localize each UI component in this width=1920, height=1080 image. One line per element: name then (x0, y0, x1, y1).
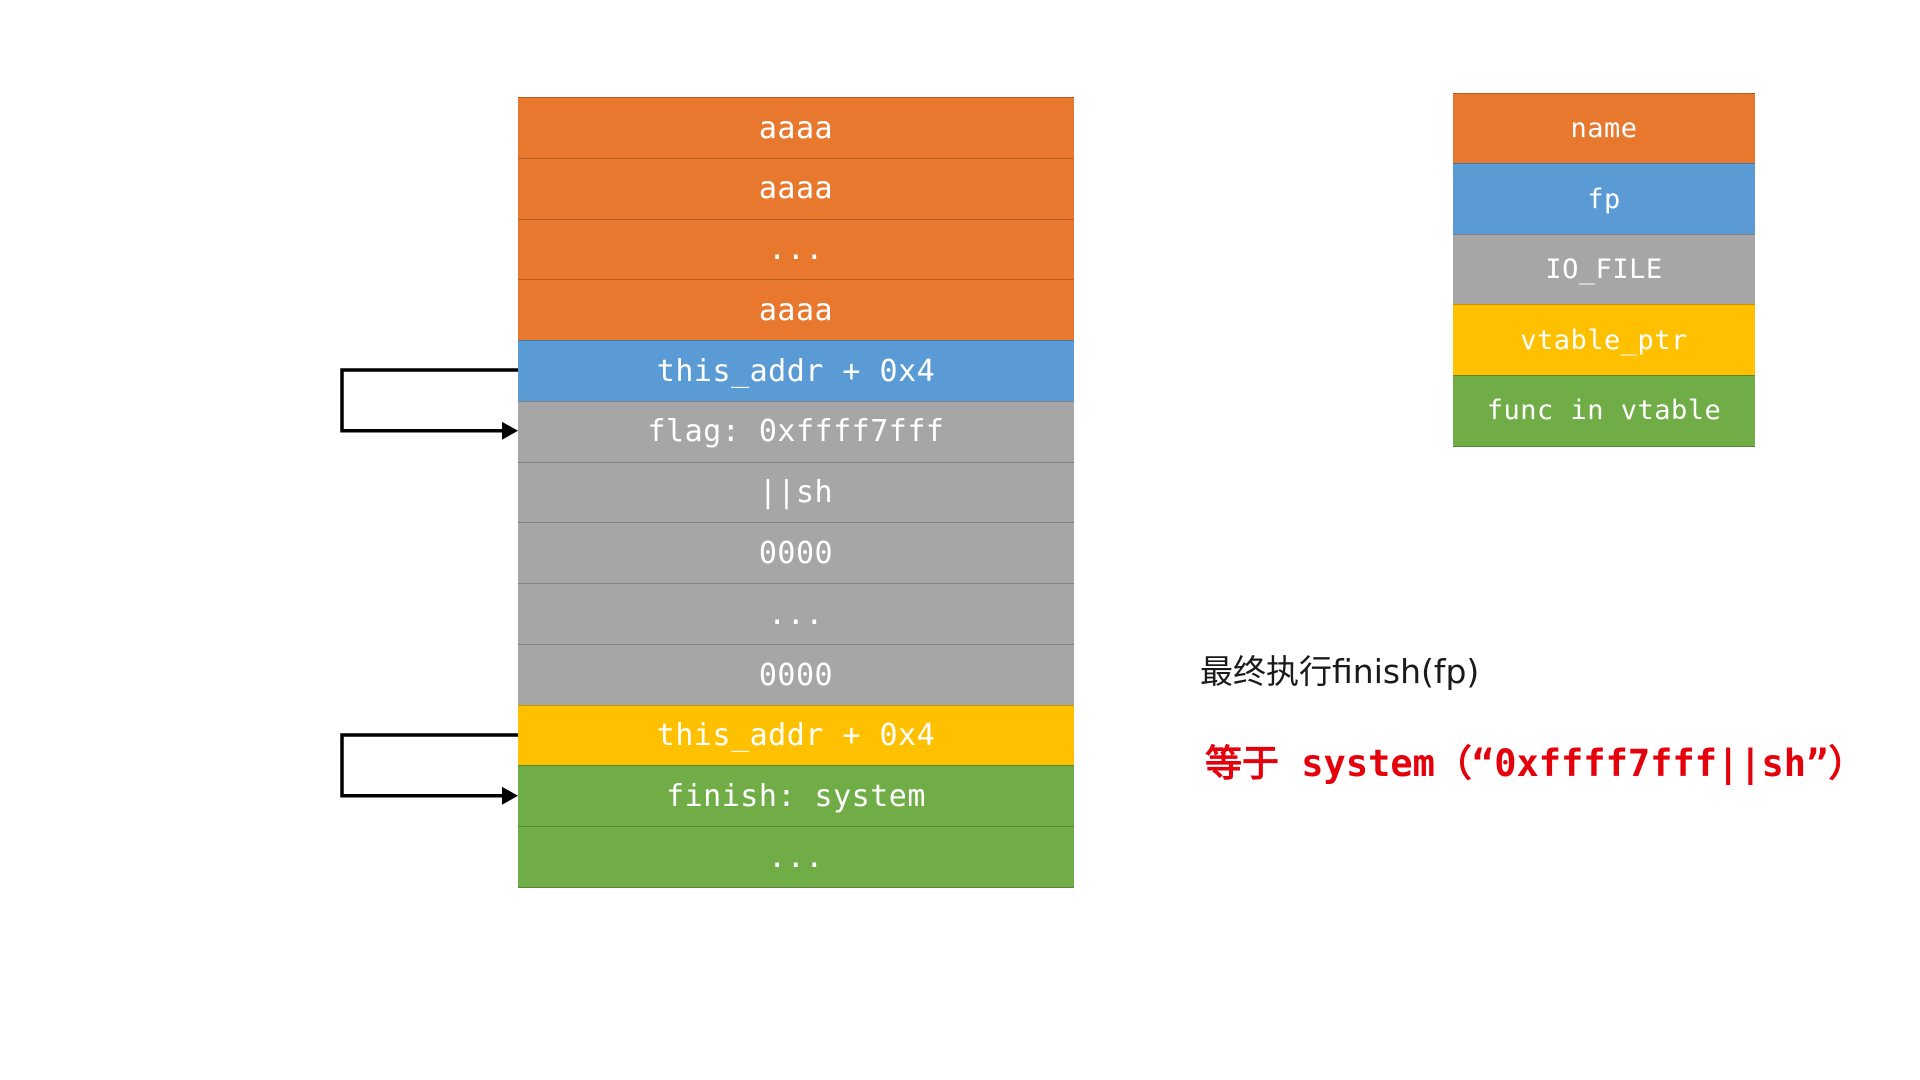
memory-row-7: 0000 (518, 522, 1074, 585)
legend-row-label: func in vtable (1486, 395, 1722, 427)
legend-row-0: name (1453, 93, 1755, 165)
memory-row-label: 0000 (758, 535, 834, 571)
memory-row-label: aaaa (758, 110, 834, 146)
vtable-ptr-to-func-pointer-arrow (332, 723, 522, 808)
legend-row-label: name (1570, 113, 1638, 145)
legend-row-2: IO_FILE (1453, 233, 1755, 306)
legend-row-3: vtable_ptr (1453, 304, 1755, 377)
memory-row-8: ... (518, 583, 1074, 646)
fp-to-io-file-pointer-arrow (332, 358, 522, 443)
memory-row-label: ... (768, 232, 824, 268)
final-execution-note: 最终执行finish(fp) (1200, 652, 1480, 691)
memory-row-12: ... (518, 826, 1074, 889)
legend-row-label: vtable_ptr (1520, 324, 1688, 356)
legend-row-label: fp (1587, 183, 1621, 215)
equivalent-system-call-note: 等于 system（“0xffff7fff||sh”） (1205, 742, 1866, 785)
memory-row-label: aaaa (758, 292, 834, 328)
memory-row-label: this_addr + 0x4 (656, 718, 936, 754)
memory-row-label: flag: 0xffff7fff (647, 414, 945, 450)
memory-row-10: this_addr + 0x4 (518, 704, 1074, 767)
memory-row-5: flag: 0xffff7fff (518, 400, 1074, 464)
memory-row-label: aaaa (758, 171, 834, 207)
memory-row-9: 0000 (518, 643, 1074, 707)
memory-row-2: ... (518, 218, 1074, 281)
memory-row-4: this_addr + 0x4 (518, 340, 1074, 403)
memory-row-label: this_addr + 0x4 (656, 353, 936, 389)
legend-row-4: func in vtable (1453, 374, 1755, 447)
memory-row-label: 0000 (758, 657, 834, 693)
memory-row-label: ||sh (758, 475, 834, 511)
memory-row-11: finish: system (518, 765, 1074, 828)
memory-row-6: ||sh (518, 461, 1074, 524)
legend-row-1: fp (1453, 163, 1755, 236)
memory-row-label: finish: system (666, 779, 926, 815)
memory-row-label: ... (768, 839, 824, 875)
memory-row-3: aaaa (518, 279, 1074, 342)
memory-row-label: ... (768, 596, 824, 632)
memory-row-1: aaaa (518, 157, 1074, 221)
legend-row-label: IO_FILE (1545, 254, 1663, 286)
memory-row-0: aaaa (518, 97, 1074, 160)
heap-memory-layout-stack: aaaa aaaa... aaaa this_addr + 0x4 flag: 0xff… (518, 97, 1074, 889)
